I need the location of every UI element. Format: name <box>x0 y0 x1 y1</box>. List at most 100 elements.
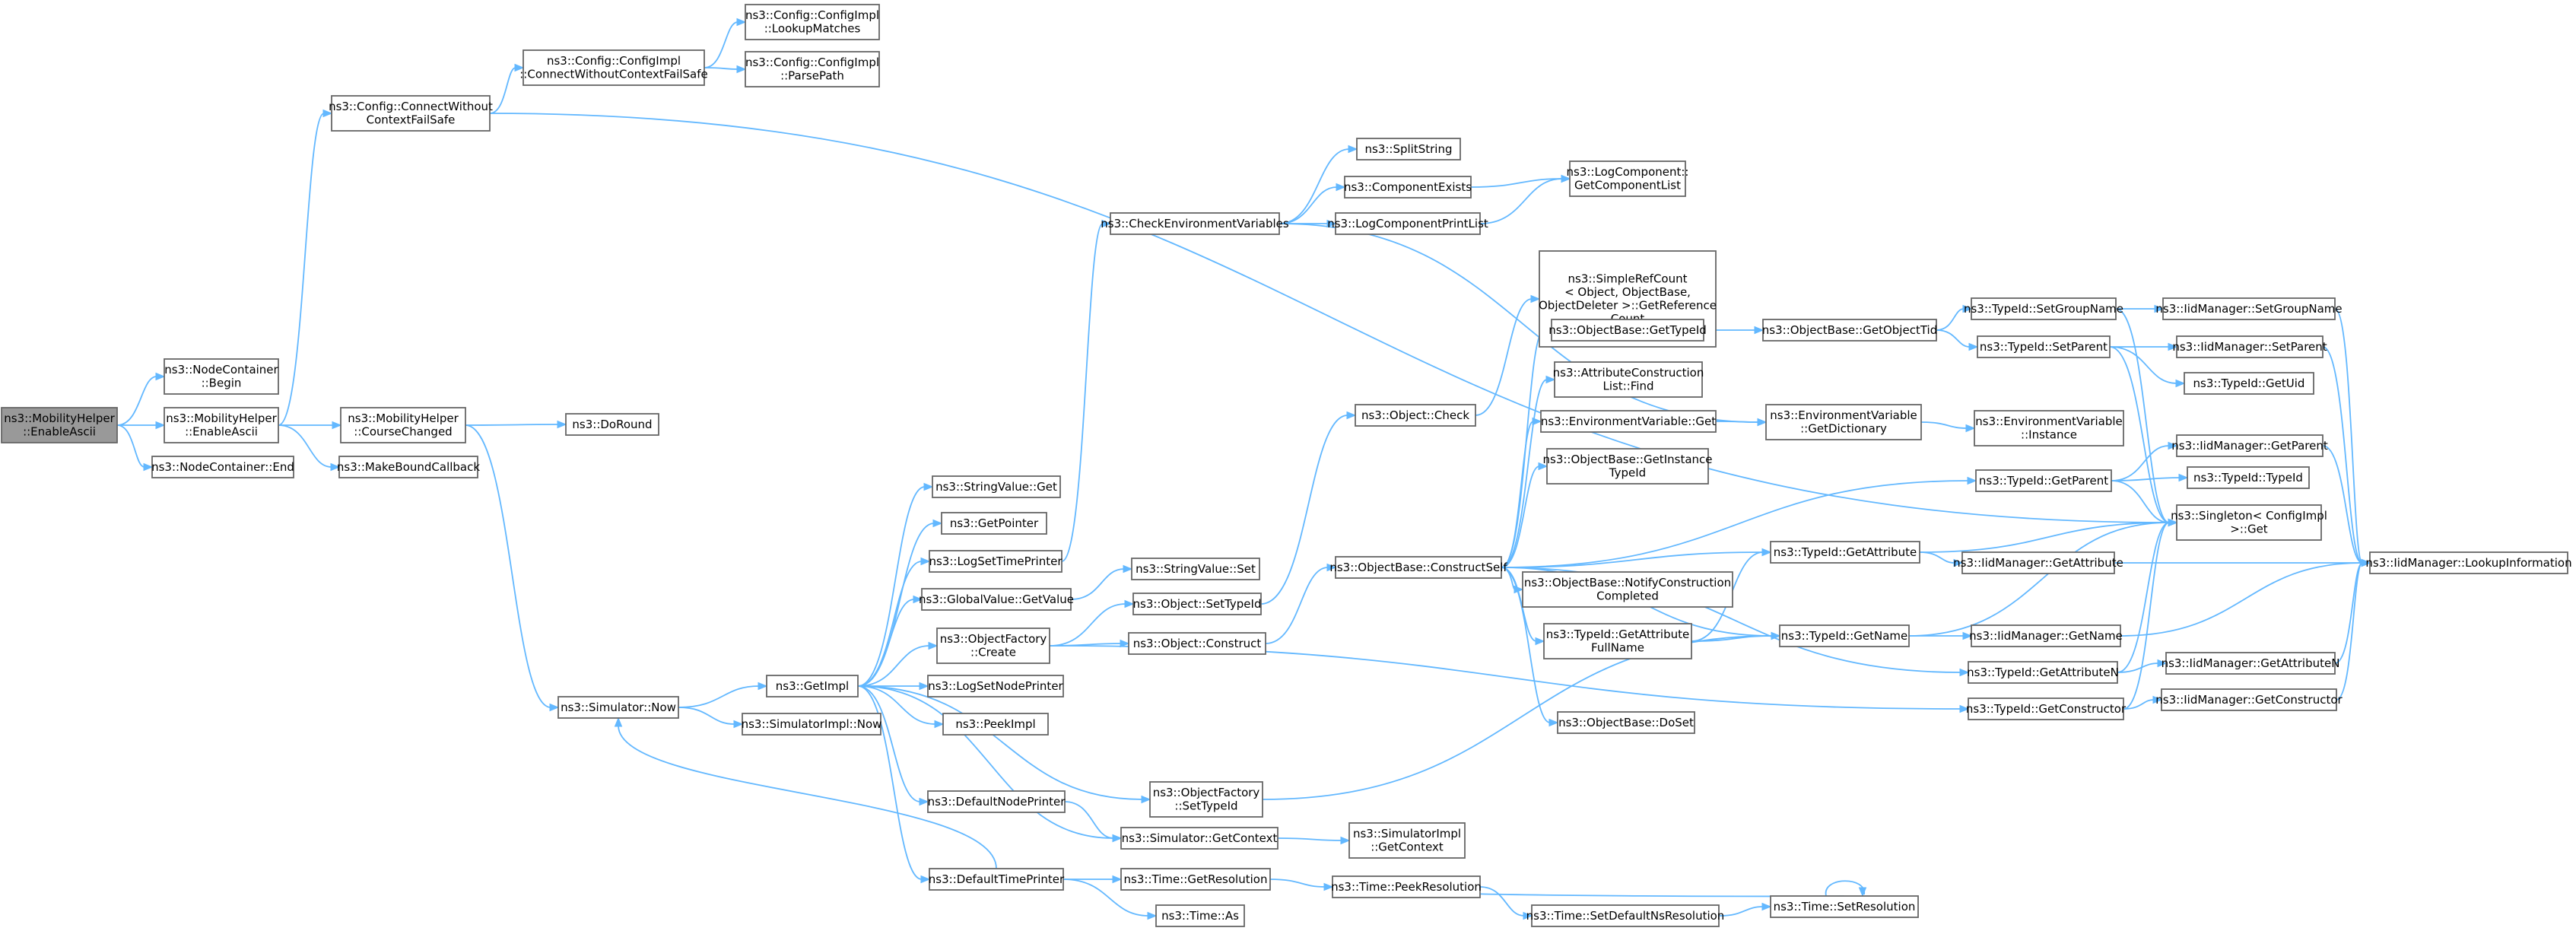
edge-tidGetAttrFull-to-tidGetName <box>1691 631 1781 642</box>
edge-line <box>857 685 936 725</box>
graph-node-getPointer[interactable]: ns3::GetPointer <box>941 512 1047 535</box>
graph-node-peekImpl[interactable]: ns3::PeekImpl <box>942 713 1049 736</box>
node-label: ns3::ObjectBase::GetInstance <box>1543 453 1713 466</box>
node-label: ns3::LogSetTimePrinter <box>929 554 1062 568</box>
edge-line <box>116 424 145 468</box>
graph-node-tidGetAttribute[interactable]: ns3::TypeId::GetAttribute <box>1770 541 1920 564</box>
graph-node-tidGetAttrN[interactable]: ns3::TypeId::GetAttributeN <box>1967 661 2119 684</box>
graph-node-connectWO[interactable]: ns3::Config::ConnectWithoutContextFailSa… <box>329 95 493 132</box>
graph-node-parsePath[interactable]: ns3::Config::ConfigImpl::ParsePath <box>745 51 880 87</box>
graph-node-logSetTime[interactable]: ns3::LogSetTimePrinter <box>929 550 1062 573</box>
graph-node-logSetNode[interactable]: ns3::LogSetNodePrinter <box>927 675 1064 697</box>
node-box <box>1974 410 2124 446</box>
graph-node-imSetParent[interactable]: ns3::IidManager::SetParent <box>2172 335 2327 358</box>
graph-node-mhEnableAscii[interactable]: ns3::MobilityHelper::EnableAscii <box>164 407 279 443</box>
graph-node-objCheck[interactable]: ns3::Object::Check <box>1355 404 1476 427</box>
edge-arrow <box>1959 668 1970 677</box>
graph-node-lookupMatches[interactable]: ns3::Config::ConfigImpl::LookupMatches <box>745 4 880 40</box>
graph-node-simImplGetContext[interactable]: ns3::SimulatorImpl::GetContext <box>1348 822 1466 859</box>
graph-node-singletonGet[interactable]: ns3::Singleton< ConfigImpl>::Get <box>2171 504 2327 541</box>
graph-node-tidGetUid[interactable]: ns3::TypeId::GetUid <box>2184 372 2314 395</box>
graph-node-gvGet[interactable]: ns3::GlobalValue::GetValue <box>919 588 1074 611</box>
graph-node-makeBound[interactable]: ns3::MakeBoundCallback <box>337 456 480 478</box>
graph-node-obDoSet[interactable]: ns3::ObjectBase::DoSet <box>1557 711 1695 734</box>
graph-node-obGetTypeId[interactable]: ns3::ObjectBase::GetTypeId <box>1548 319 1707 342</box>
graph-node-imGetName[interactable]: ns3::IidManager::GetName <box>1969 624 2123 647</box>
graph-node-tidGetName[interactable]: ns3::TypeId::GetName <box>1779 624 1910 647</box>
graph-node-obConstructSelf[interactable]: ns3::ObjectBase::ConstructSelf <box>1329 556 1507 579</box>
edge-line <box>1064 801 1114 839</box>
node-box <box>164 358 279 395</box>
graph-node-stringSet[interactable]: ns3::StringValue::Set <box>1131 558 1260 580</box>
graph-node-logCompPrint[interactable]: ns3::LogComponentPrintList <box>1327 212 1488 235</box>
graph-node-simGetContext[interactable]: ns3::Simulator::GetContext <box>1120 827 1278 850</box>
graph-node-imGetParent[interactable]: ns3::IidManager::GetParent <box>2171 434 2328 457</box>
edge-arrow <box>322 109 333 118</box>
graph-node-tidGetCtor[interactable]: ns3::TypeId::GetConstructor <box>1966 697 2127 720</box>
edge-line <box>1062 879 1149 917</box>
edge-obConstructSelf-to-obGetInstance <box>1501 462 1548 568</box>
edge-arrow <box>1336 183 1346 192</box>
edge-arrow <box>1323 882 1334 891</box>
edge-imGetAttrN-to-imLookup <box>2334 558 2371 664</box>
graph-node-ofSetTypeId[interactable]: ns3::ObjectFactory::SetTypeId <box>1149 781 1263 818</box>
node-label: FullName <box>1591 641 1644 655</box>
graph-node-ofCreate[interactable]: ns3::ObjectFactory::Create <box>936 628 1050 664</box>
graph-node-objSetTypeId[interactable]: ns3::Object::SetTypeId <box>1132 593 1262 615</box>
graph-node-tidSetGroupName[interactable]: ns3::TypeId::SetGroupName <box>1964 297 2123 320</box>
graph-node-imLookup[interactable]: ns3::IidManager::LookupInformation <box>2365 551 2572 574</box>
node-label: ns3::TypeId::GetName <box>1781 629 1907 643</box>
edge-arrow <box>2168 441 2178 450</box>
graph-node-envGetDict[interactable]: ns3::EnvironmentVariable::GetDictionary <box>1765 404 1922 440</box>
node-label: ns3::SimulatorImpl <box>1353 827 1461 840</box>
graph-node-enableAscii[interactable]: ns3::MobilityHelper::EnableAscii <box>1 407 118 443</box>
graph-node-obNotify[interactable]: ns3::ObjectBase::NotifyConstructionCompl… <box>1522 571 1733 608</box>
graph-node-obGetObjectTid[interactable]: ns3::ObjectBase::GetObjectTid <box>1762 319 1937 342</box>
graph-node-imGetCtor[interactable]: ns3::IidManager::GetConstructor <box>2155 688 2343 711</box>
graph-node-checkEnv[interactable]: ns3::CheckEnvironmentVariables <box>1101 212 1289 235</box>
graph-node-imSetGroupName[interactable]: ns3::IidManager::SetGroupName <box>2155 297 2343 320</box>
graph-node-compExists[interactable]: ns3::ComponentExists <box>1344 176 1472 199</box>
graph-node-stringGet[interactable]: ns3::StringValue::Get <box>932 475 1061 498</box>
graph-node-tidSetParent[interactable]: ns3::TypeId::SetParent <box>1977 335 2111 358</box>
graph-node-timePeekRes[interactable]: ns3::Time::PeekResolution <box>1331 875 1482 898</box>
graph-node-imGetAttrN[interactable]: ns3::IidManager::GetAttributeN <box>2161 652 2340 675</box>
graph-node-timeGetRes[interactable]: ns3::Time::GetResolution <box>1120 868 1271 891</box>
graph-node-envGet[interactable]: ns3::EnvironmentVariable::Get <box>1540 410 1717 433</box>
graph-node-envInstance[interactable]: ns3::EnvironmentVariable::Instance <box>1974 410 2124 446</box>
graph-node-defTime[interactable]: ns3::DefaultTimePrinter <box>929 868 1065 891</box>
edge-connectWO-to-implConnect <box>489 63 525 114</box>
graph-node-logCompGetList[interactable]: ns3::LogComponent::GetComponentList <box>1567 160 1689 197</box>
graph-node-implConnect[interactable]: ns3::Config::ConfigImpl::ConnectWithoutC… <box>519 49 708 86</box>
graph-node-splitString[interactable]: ns3::SplitString <box>1356 138 1461 160</box>
graph-node-ncBegin[interactable]: ns3::NodeContainer::Begin <box>164 358 279 395</box>
graph-node-imGetAttribute[interactable]: ns3::IidManager::GetAttribute <box>1953 551 2123 574</box>
edge-mhEnableAscii-to-makeBound <box>278 424 341 472</box>
edge-line <box>1919 551 1955 564</box>
edge-arrow <box>1535 637 1545 646</box>
graph-node-timeSetRes[interactable]: ns3::Time::SetResolution <box>1770 895 1919 918</box>
graph-node-defNode[interactable]: ns3::DefaultNodePrinter <box>927 790 1066 813</box>
graph-node-courseChanged[interactable]: ns3::MobilityHelper::CourseChanged <box>340 407 466 443</box>
node-label: >::Get <box>2230 523 2268 536</box>
graph-node-objConstruct[interactable]: ns3::Object::Construct <box>1128 632 1266 655</box>
graph-node-getImpl[interactable]: ns3::GetImpl <box>766 675 859 697</box>
node-label: ns3::IidManager::SetParent <box>2172 340 2327 354</box>
graph-node-simImplNow[interactable]: ns3::SimulatorImpl::Now <box>742 713 882 736</box>
graph-node-tidTypeId[interactable]: ns3::TypeId::TypeId <box>2187 466 2310 489</box>
graph-node-ncEnd[interactable]: ns3::NodeContainer::End <box>151 456 294 478</box>
node-label: ns3::DefaultTimePrinter <box>929 872 1065 886</box>
graph-node-simNow[interactable]: ns3::Simulator::Now <box>557 696 679 719</box>
graph-node-tidGetParent[interactable]: ns3::TypeId::GetParent <box>1975 469 2112 492</box>
edge-tidGetParent-to-tidTypeId <box>2111 473 2189 482</box>
graph-node-timeAs[interactable]: ns3::Time::As <box>1155 904 1245 927</box>
node-box <box>929 550 1062 573</box>
node-label: ::SetTypeId <box>1174 799 1237 813</box>
graph-node-doRound[interactable]: ns3::DoRound <box>565 413 659 436</box>
node-label: ns3::ObjectBase::GetObjectTid <box>1762 323 1937 337</box>
graph-node-timeSetDefNs[interactable]: ns3::Time::SetDefaultNsResolution <box>1526 904 1725 927</box>
edge-arrow <box>1326 563 1337 572</box>
